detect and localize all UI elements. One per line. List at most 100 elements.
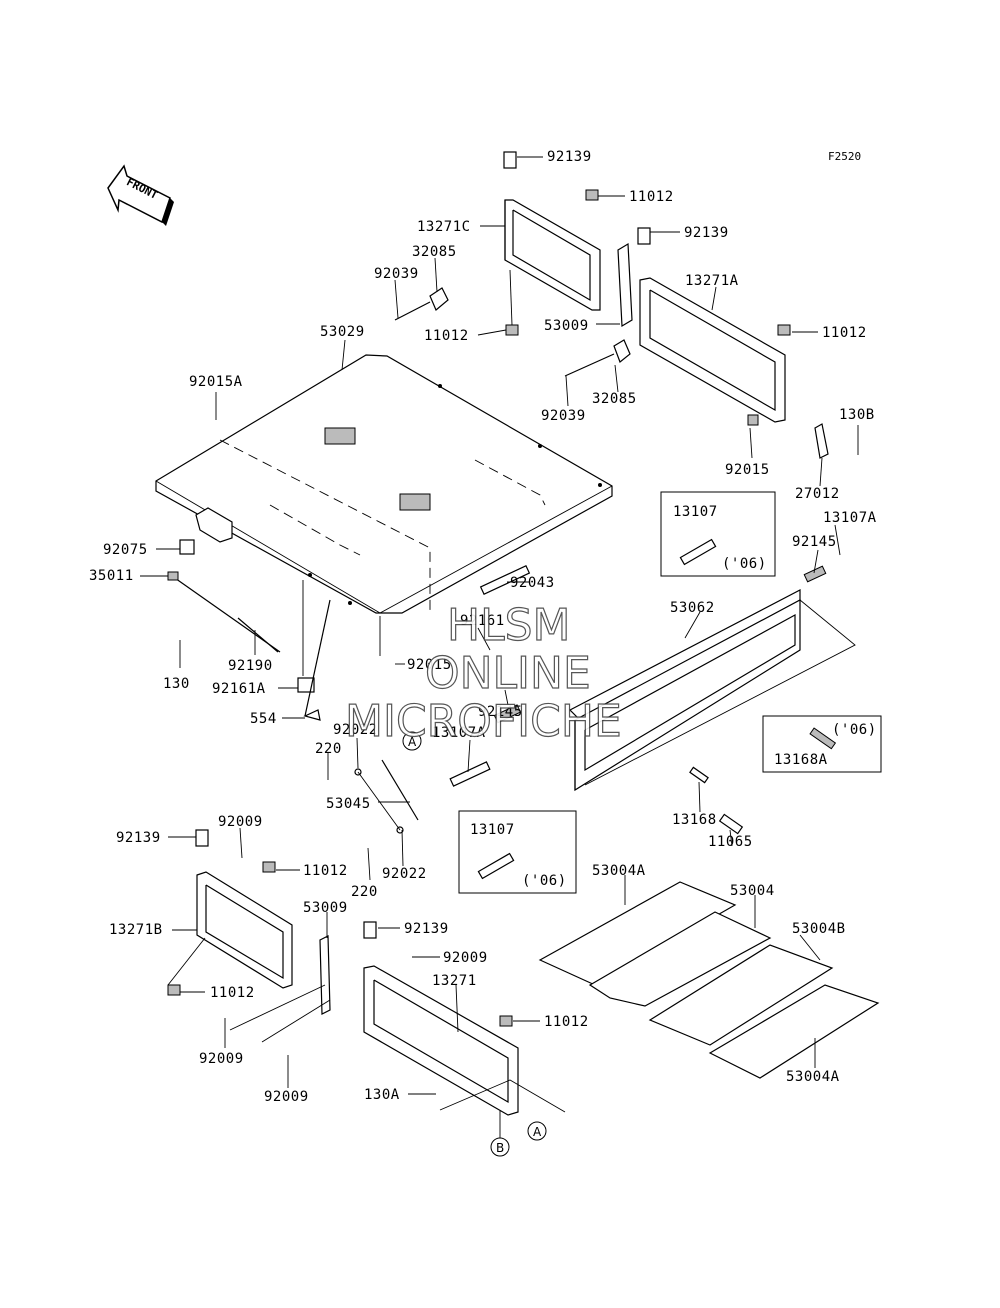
label-92145: 92145 — [792, 534, 837, 550]
label-92022: 92022 — [333, 722, 378, 738]
label-130b: 130B — [839, 407, 875, 423]
leader-lines — [140, 156, 859, 1138]
label-92015: 92015 — [725, 462, 770, 478]
floor-mats — [538, 881, 880, 1079]
cap-icon — [637, 227, 651, 245]
mat-53004a-bottom — [708, 984, 880, 1079]
watermark: HLSM ONLINE MICROFICHE — [344, 599, 622, 747]
label-35011: 35011 — [89, 568, 134, 584]
nut-icon — [747, 414, 759, 426]
figure-code: F2520 — [828, 150, 861, 163]
hinge-icon — [429, 287, 449, 311]
svg-text:A: A — [408, 735, 417, 749]
inset-13168a-label: 13168A — [774, 752, 828, 768]
inset-13107-top-label: 13107 — [673, 504, 718, 520]
cap-icon — [585, 189, 599, 201]
bumper-92161a — [297, 677, 315, 693]
hinge-icon — [613, 339, 631, 363]
cap-icon — [499, 1015, 513, 1027]
label-11012: 11012 — [822, 325, 867, 341]
grid-icon — [324, 427, 356, 445]
mat-53004 — [588, 911, 772, 1007]
label-11012: 11012 — [210, 985, 255, 1001]
side-panel-13271b — [196, 871, 293, 989]
cap-icon — [503, 151, 517, 169]
cap-icon — [777, 324, 791, 336]
bumper-icon — [179, 539, 195, 555]
side-panel-13271 — [363, 965, 519, 1116]
inset-13107-top — [660, 491, 776, 577]
label-53009: 53009 — [544, 318, 589, 334]
label-13107a: 13107A — [823, 510, 877, 526]
label-13271b: 13271B — [109, 922, 163, 938]
watermark-line2: ONLINE — [425, 648, 591, 699]
inset-13107-bottom-label: 13107 — [470, 822, 515, 838]
label-53062: 53062 — [670, 600, 715, 616]
label-92009: 92009 — [264, 1089, 309, 1105]
bracket-27012 — [814, 423, 829, 459]
watermark-line1: HLSM — [447, 600, 571, 651]
label-53029: 53029 — [320, 324, 365, 340]
callout-a-upper — [402, 731, 422, 751]
label-92039: 92039 — [374, 266, 419, 282]
pin-92043 — [479, 565, 531, 595]
callout-a-lower — [527, 1121, 547, 1141]
label-13168: 13168 — [672, 812, 717, 828]
tailgate-53062 — [568, 589, 801, 792]
mat-53004b — [648, 944, 834, 1046]
inset-13107-bottom-note: ('06) — [522, 873, 567, 889]
label-53004b: 53004B — [792, 921, 846, 937]
label-32085: 32085 — [592, 391, 637, 407]
label-53004: 53004 — [730, 883, 775, 899]
cap-icon — [505, 324, 519, 336]
label-13107a: 13107A — [432, 725, 486, 741]
cargo-bed-53029 — [155, 354, 613, 614]
cap-icon — [262, 861, 276, 873]
watermark-line3: MICROFICHE — [345, 696, 622, 747]
label-11012: 11012 — [424, 328, 469, 344]
label-92009: 92009 — [443, 950, 488, 966]
label-11012: 11012 — [544, 1014, 589, 1030]
inset-13168a — [762, 715, 882, 773]
part-labels: 92139 11012 13271C 92139 32085 13271 A 92… — [89, 149, 877, 1105]
label-11012: 11012 — [629, 189, 674, 205]
label-11065: 11065 — [708, 834, 753, 850]
label-13271: 13271 — [432, 973, 477, 989]
label-53009: 53009 — [303, 900, 348, 916]
label-13271c: 13271C — [417, 219, 471, 235]
side-panel-13271c — [504, 199, 601, 311]
label-92022: 92022 — [382, 866, 427, 882]
cap-icon — [167, 984, 181, 996]
label-92009: 92009 — [218, 814, 263, 830]
label-32085: 32085 — [412, 244, 457, 260]
label-130: 130 — [163, 676, 190, 692]
label-92139: 92139 — [116, 830, 161, 846]
label-220: 220 — [315, 741, 342, 757]
label-11012: 11012 — [303, 863, 348, 879]
svg-text:B: B — [496, 1141, 504, 1155]
inset-13107-bottom — [458, 810, 577, 894]
label-53004a: 53004A — [786, 1069, 840, 1085]
latch-53009-top — [617, 242, 633, 328]
spring-92145 — [493, 704, 522, 724]
label-554: 554 — [250, 711, 277, 727]
svg-text:A: A — [533, 1125, 542, 1139]
label-92009: 92009 — [199, 1051, 244, 1067]
label-53045: 53045 — [326, 796, 371, 812]
spring-icon — [803, 565, 827, 583]
label-92139: 92139 — [547, 149, 592, 165]
inset-13168a-note: ('06) — [832, 722, 877, 738]
front-arrow-icon: FRONT — [107, 164, 174, 226]
label-92161: 92161 — [460, 613, 505, 629]
inset-13107-top-note: ('06) — [722, 556, 767, 572]
label-92161a: 92161A — [212, 681, 266, 697]
label-92015: 92015 — [407, 657, 452, 673]
latch-53009-lower — [319, 935, 331, 1015]
label-92039: 92039 — [541, 408, 586, 424]
cap-icon — [195, 829, 209, 847]
label-92145: 92145 — [478, 704, 523, 720]
label-92043: 92043 — [510, 575, 555, 591]
label-92015a: 92015A — [189, 374, 243, 390]
label-220: 220 — [351, 884, 378, 900]
